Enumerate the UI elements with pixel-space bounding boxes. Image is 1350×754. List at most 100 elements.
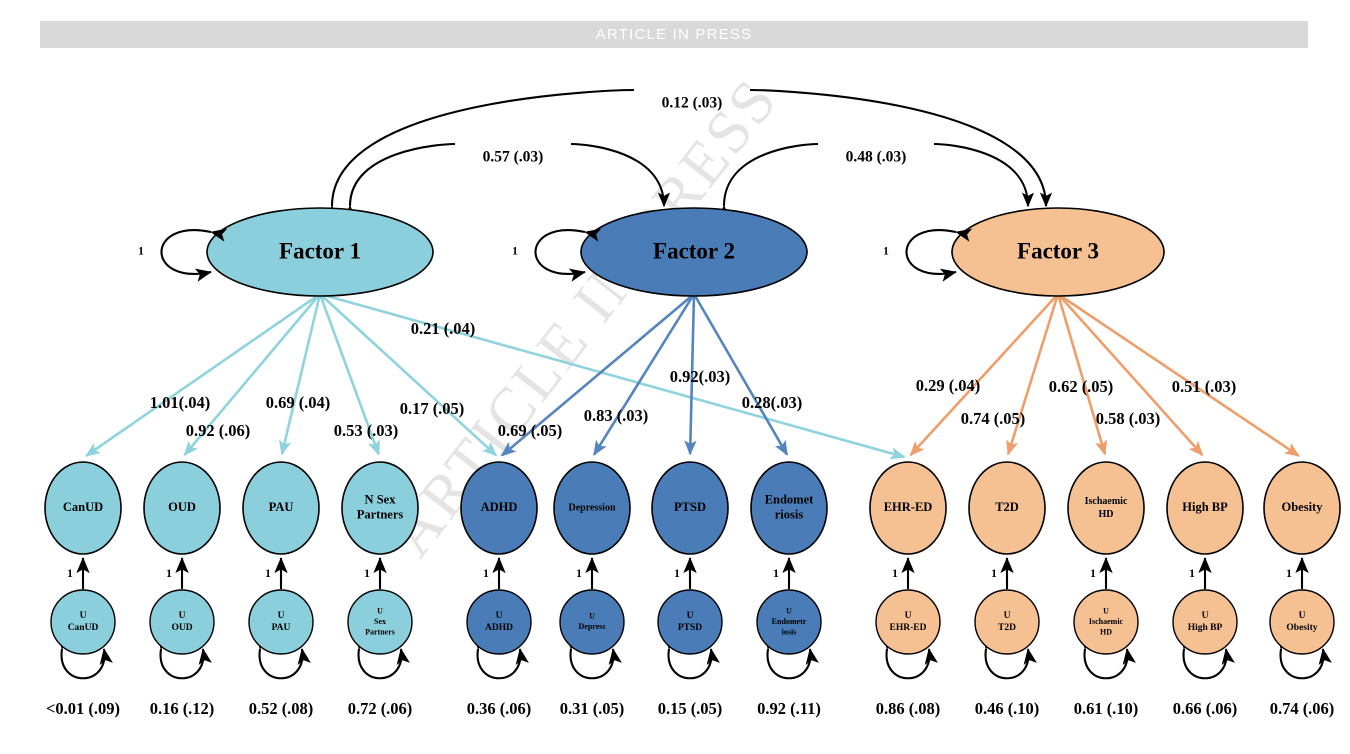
- loading-estimate-F1-NSex: 0.53 (.03): [334, 421, 399, 440]
- loading-arrow-F1-OUD: [183, 293, 321, 457]
- error-node-ihd[interactable]: [1073, 589, 1139, 655]
- loading-arrow-F3-EHRED: [909, 293, 1059, 457]
- indicator-label-endo: riosis: [775, 507, 804, 521]
- indicator-node-ihd[interactable]: [1067, 461, 1145, 555]
- error-label-ihd: Ischaemic: [1089, 617, 1124, 626]
- error-node-canud[interactable]: [50, 589, 116, 655]
- error-node-oud[interactable]: [149, 589, 215, 655]
- indicator-node-t2d[interactable]: [968, 461, 1046, 555]
- indicator-node-nsex[interactable]: [341, 461, 419, 555]
- error-variance-loop-pau: [255, 633, 311, 680]
- factor-correlation-arcs: [325, 88, 1053, 220]
- indicator-label-canud: CanUD: [63, 500, 103, 514]
- error-node-adhd[interactable]: [466, 589, 532, 655]
- indicator-label-obesity: Obesity: [1282, 500, 1324, 514]
- error-node-endo[interactable]: [756, 589, 822, 655]
- error-label-highbp: U: [1202, 611, 1209, 621]
- error-path-one-endo: 1: [773, 568, 779, 580]
- loading-arrow-F3-Obesity: [1057, 292, 1300, 457]
- error-label-pau: PAU: [272, 623, 291, 633]
- error-path-one-oud: 1: [166, 568, 172, 580]
- error-node-pau[interactable]: [248, 589, 314, 655]
- factor-variance-one-f1: 1: [138, 246, 144, 258]
- error-node-t2d[interactable]: [974, 589, 1040, 655]
- error-path-one-ptsd: 1: [674, 568, 680, 580]
- indicator-node-obesity[interactable]: [1263, 461, 1341, 555]
- loading-arrow-F1-ADHD: [319, 293, 498, 457]
- indicator-node-highbp[interactable]: [1166, 461, 1244, 555]
- error-variance-estimate-t2d: 0.46 (.10): [975, 699, 1040, 718]
- error-variance-estimate-ehred: 0.86 (.08): [876, 699, 941, 718]
- error-label-ehred: U: [905, 611, 912, 621]
- error-variance-estimate-ihd: 0.61 (.10): [1074, 699, 1139, 718]
- error-node-highbp[interactable]: [1172, 589, 1238, 655]
- error-label-nsex: Partners: [365, 627, 395, 636]
- indicator-node-depression[interactable]: [553, 461, 631, 555]
- error-label-endo: Endometr: [772, 617, 807, 626]
- error-variance-loops: [57, 633, 1332, 680]
- error-variance-estimate-oud: 0.16 (.12): [150, 699, 215, 718]
- error-label-obesity: U: [1299, 611, 1306, 621]
- error-variance-loop-nsex: [354, 633, 410, 680]
- article-in-press-text: ARTICLE IN PRESS: [595, 26, 753, 43]
- error-variance-estimate-depression: 0.31 (.05): [560, 699, 625, 718]
- indicator-label-ehred: EHR-ED: [884, 500, 933, 514]
- error-label-adhd: ADHD: [485, 623, 513, 633]
- error-path-one-adhd: 1: [483, 568, 489, 580]
- error-label-canud: U: [80, 611, 87, 621]
- indicator-node-canud[interactable]: [44, 461, 122, 555]
- error-to-indicator-paths: [76, 557, 1309, 589]
- error-path-one-obesity: 1: [1286, 568, 1292, 580]
- indicator-label-highbp: High BP: [1182, 500, 1228, 514]
- indicator-label-ihd: Ischaemic: [1085, 496, 1128, 507]
- loading-arrow-F2-ADHD: [500, 293, 695, 457]
- indicator-node-adhd[interactable]: [460, 461, 538, 555]
- error-label-endo: U: [786, 606, 792, 615]
- factor-variance-loops: [160, 228, 973, 282]
- loading-arrow-F3-HighBP: [1057, 293, 1204, 457]
- error-path-one-ehred: 1: [892, 568, 898, 580]
- error-label-endo: iosis: [782, 627, 797, 636]
- error-node-depression[interactable]: [559, 589, 625, 655]
- error-node-obesity[interactable]: [1269, 589, 1335, 655]
- indicator-label-depression: Depression: [568, 502, 615, 513]
- error-node-ptsd[interactable]: [657, 589, 723, 655]
- indicator-node-endo[interactable]: [750, 461, 828, 555]
- error-node-ehred[interactable]: [875, 589, 941, 655]
- factor-label-f1: Factor 1: [279, 238, 361, 263]
- factor-variance-loop-f1: [160, 228, 228, 282]
- error-variance-loop-highbp: [1179, 633, 1235, 680]
- loading-estimate-F1-CanUD: 1.01(.04): [150, 393, 211, 412]
- loading-arrow-F2-PTSD: [684, 293, 697, 456]
- loading-arrow-F1-PAU: [278, 293, 322, 456]
- loading-estimate-F1-PAU: 0.69 (.04): [266, 393, 331, 412]
- loading-arrow-F3-IHD: [1056, 293, 1108, 456]
- error-variance-loop-ihd: [1080, 633, 1136, 680]
- error-label-t2d: T2D: [998, 623, 1016, 633]
- error-label-pau: U: [278, 611, 285, 621]
- loading-estimate-F3-T2D: 0.74 (.05): [961, 409, 1026, 428]
- indicator-node-pau[interactable]: [242, 461, 320, 555]
- error-node-nsex[interactable]: [347, 589, 413, 655]
- loading-estimate-F2-PTSD: 0.92(.03): [670, 367, 731, 386]
- error-label-ihd: U: [1103, 606, 1109, 615]
- loading-estimate-F2-Endo: 0.28(.03): [742, 393, 803, 412]
- factor-label-f3: Factor 3: [1017, 238, 1099, 263]
- factor-label-f2: Factor 2: [653, 238, 735, 263]
- indicator-node-ptsd[interactable]: [651, 461, 729, 555]
- indicator-node-oud[interactable]: [143, 461, 221, 555]
- loading-estimate-F3-IHD: 0.62 (.05): [1049, 377, 1114, 396]
- error-path-one-ihd: 1: [1090, 568, 1096, 580]
- indicator-label-endo: Endomet: [765, 492, 814, 506]
- error-label-depression: Depress: [579, 622, 606, 631]
- error-label-ptsd: PTSD: [678, 623, 702, 633]
- error-label-highbp: High BP: [1188, 623, 1223, 633]
- indicator-label-nsex: Partners: [357, 507, 404, 521]
- loading-arrow-F2-Depression: [593, 293, 696, 456]
- error-label-ihd: HD: [1100, 627, 1112, 636]
- corr-arc-right-F1-F2: [570, 142, 671, 208]
- loading-arrow-F1-NSex: [318, 293, 380, 456]
- indicator-node-ehred[interactable]: [869, 461, 947, 555]
